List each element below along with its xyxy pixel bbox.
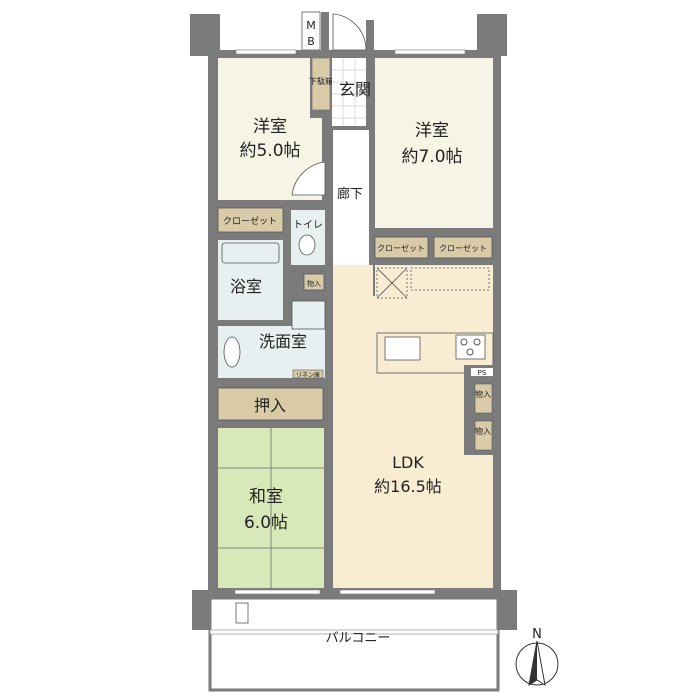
room-name: 洋室 xyxy=(415,121,449,141)
window xyxy=(234,589,321,595)
window xyxy=(394,49,466,55)
oshiire-label: 押入 xyxy=(254,396,286,415)
outdoor-unit-icon xyxy=(235,602,249,624)
pillar xyxy=(190,14,220,56)
fridge-space xyxy=(376,267,408,299)
wall-stub xyxy=(366,20,374,58)
shoe-box xyxy=(311,57,331,111)
bathtub-icon xyxy=(221,242,280,264)
storage-label: 物入 xyxy=(475,389,491,399)
hallway-label: 廊下 xyxy=(337,186,363,202)
western-room-2 xyxy=(375,58,493,228)
storage xyxy=(474,383,493,414)
storage-label: 物入 xyxy=(475,426,491,436)
mb-box xyxy=(301,11,321,51)
room-size: 約5.0帖 xyxy=(239,141,300,161)
room-size: 6.0帖 xyxy=(244,513,288,533)
mb-label: B xyxy=(307,35,315,48)
balcony xyxy=(208,596,500,692)
closet xyxy=(433,236,493,259)
toilet-label: トイレ xyxy=(293,220,323,231)
room-name: 和室 xyxy=(249,487,283,507)
mb-label: M xyxy=(306,19,316,32)
washing-machine-icon xyxy=(291,300,326,330)
ldk-size: 約16.5帖 xyxy=(374,477,442,496)
door-swing xyxy=(291,161,326,196)
linen-closet xyxy=(292,369,324,379)
window xyxy=(339,589,436,595)
entrance-label: 玄関 xyxy=(339,80,371,99)
closet-label: クローゼット xyxy=(377,243,425,253)
washroom-label: 洗面室 xyxy=(259,332,307,351)
closet xyxy=(374,236,429,259)
closet-label: クローゼット xyxy=(439,243,487,253)
linen-label: リネン庫 xyxy=(296,371,320,379)
window xyxy=(235,49,297,55)
entrance xyxy=(332,58,366,126)
closet xyxy=(217,207,284,233)
front-door-swing xyxy=(332,13,367,51)
ldk-label: LDK xyxy=(392,453,424,472)
room-name: 洋室 xyxy=(253,117,287,137)
balcony-label: バルコニー xyxy=(326,631,391,646)
storage xyxy=(303,273,325,291)
shoe-box-label: 下駄箱 xyxy=(309,76,333,86)
sink-icon xyxy=(223,336,241,368)
cupboard xyxy=(410,267,490,291)
ps-label: PS xyxy=(478,369,487,377)
bathroom-label: 浴室 xyxy=(230,277,262,296)
oshiire xyxy=(217,387,324,421)
closet-label: クローゼット xyxy=(223,215,277,227)
north-label: N xyxy=(532,627,542,642)
storage-label: 物入 xyxy=(307,279,321,288)
north-compass-icon: N xyxy=(515,627,559,687)
toilet-icon xyxy=(298,234,316,256)
room-size: 約7.0帖 xyxy=(401,147,462,167)
ps xyxy=(471,368,493,376)
storage xyxy=(474,420,493,451)
kitchen-sink-icon xyxy=(384,336,421,361)
pillar xyxy=(477,14,507,56)
hallway xyxy=(333,130,369,290)
wall-stub xyxy=(321,12,329,57)
